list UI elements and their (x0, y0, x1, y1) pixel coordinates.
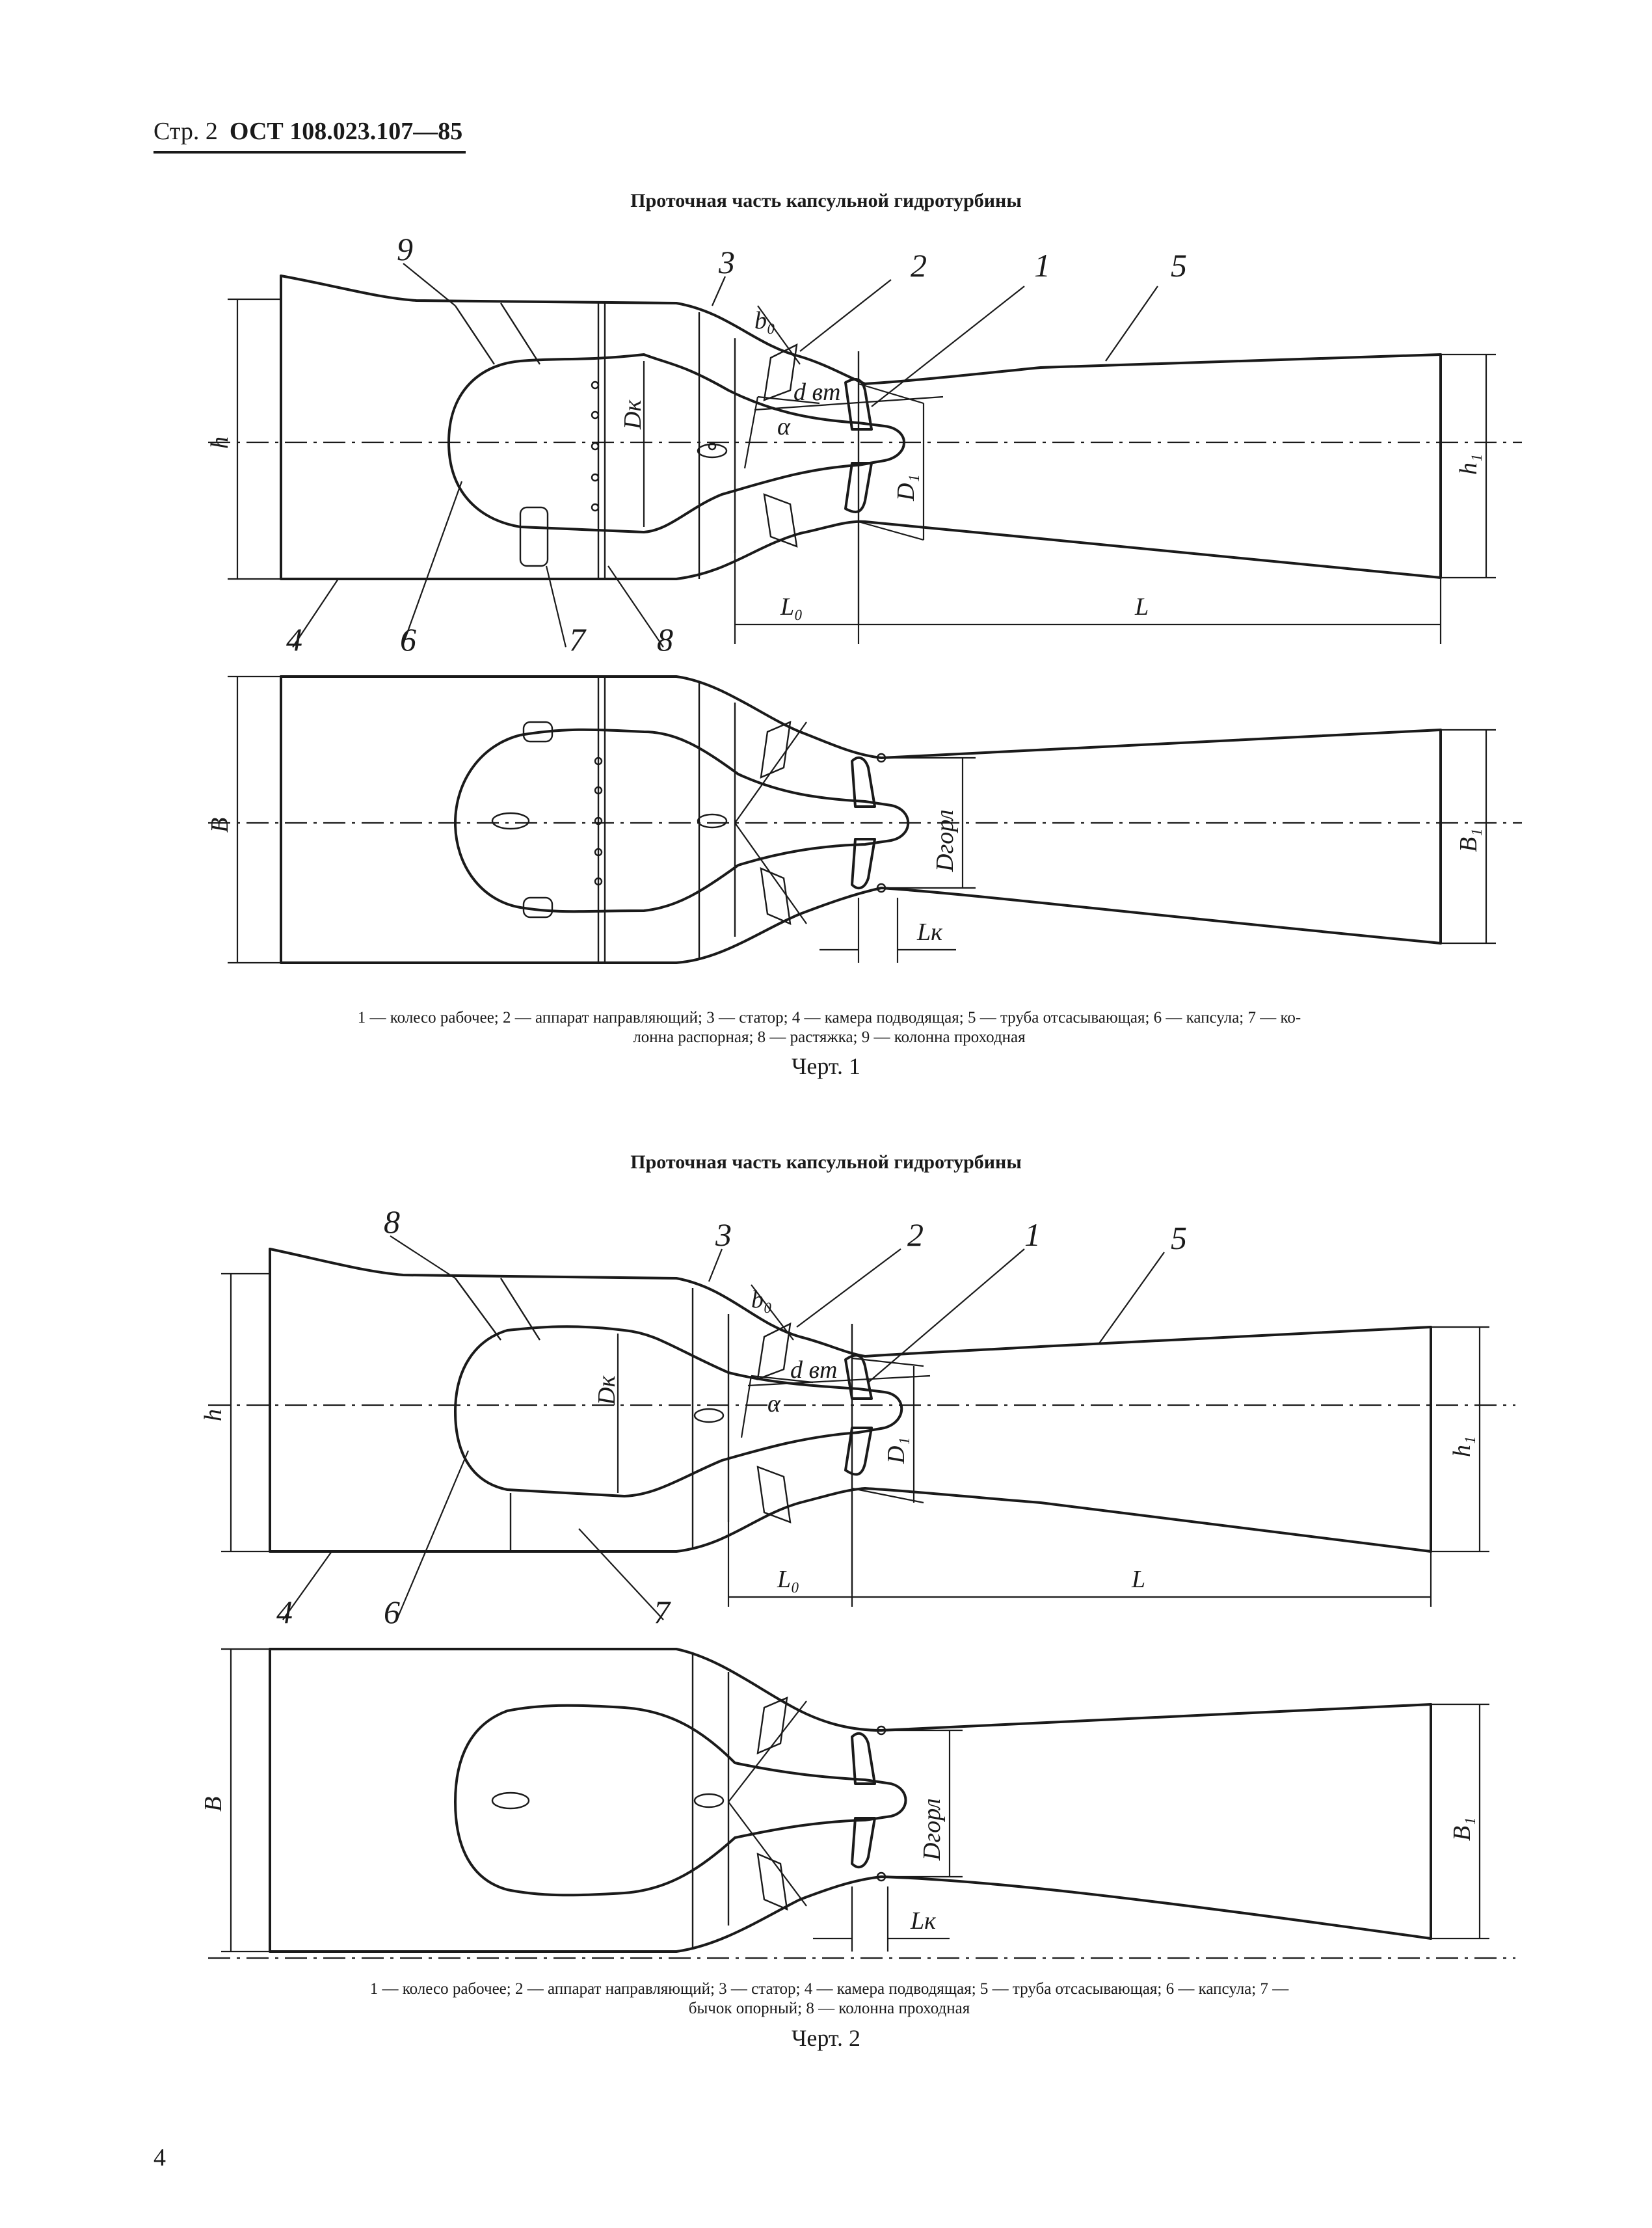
fig1-dim-b: B (206, 818, 233, 833)
fig2-dim-alpha: α (767, 1390, 781, 1417)
fig1-callout-9: 9 (397, 231, 413, 267)
fig1-callout-7: 7 (569, 621, 587, 658)
fig2-callout-2: 2 (907, 1216, 924, 1253)
fig2-dim-l: L (1131, 1566, 1145, 1593)
fig1-dim-dvt: d вт (793, 379, 840, 406)
fig1-dim-l: L (1134, 593, 1149, 621)
fig1-dim-d1: D₁ (892, 474, 920, 502)
fig2-dim-dgorl: Dгорл (918, 1799, 946, 1861)
fig1-dim-h1: h₁ (1455, 454, 1482, 475)
figure2-label: Черт. 2 (792, 2025, 860, 2051)
fig1-dim-b1: B₁ (1455, 829, 1482, 852)
fig1-plan-view: B B₁ Dгорл Lк (206, 675, 1522, 964)
fig2-dim-lk: Lк (910, 1907, 937, 1935)
figure1-caption: 1 — колесо рабочее; 2 — аппарат направля… (163, 1008, 1496, 1047)
fig1-callout-4: 4 (286, 621, 302, 658)
fig2-callout-8: 8 (384, 1203, 400, 1240)
figure2-caption-line1: 1 — колесо рабочее; 2 — аппарат направля… (369, 1980, 1289, 1998)
standard-code: ОСТ 108.023.107—85 (229, 118, 463, 145)
fig1-callout-1: 1 (1034, 247, 1050, 284)
fig1-callout-2: 2 (911, 247, 927, 284)
page-header: Стр. 2 ОСТ 108.023.107—85 (153, 117, 462, 146)
fig2-callout-7: 7 (654, 1594, 671, 1630)
fig2-plan-view: B B₁ Dгорл Lк (200, 1648, 1515, 1959)
fig2-dim-b: B (200, 1797, 227, 1812)
fig1-dim-h: h (206, 436, 233, 449)
fig2-dim-b0: b₀ (751, 1286, 772, 1313)
page-number: 4 (153, 2144, 166, 2171)
figure1-drawing: 9 3 2 1 5 4 6 7 8 b₀ d вт α Dк D₁ h h₁ L… (206, 231, 1522, 964)
fig2-callout-1: 1 (1024, 1216, 1041, 1253)
figure2-drawing: 8 3 2 1 5 4 6 7 b₀ d вт α Dк D₁ h h₁ L₀ … (200, 1203, 1515, 1959)
fig1-dim-dgorl: Dгорл (931, 810, 959, 872)
fig1-callout-6: 6 (400, 621, 416, 658)
fig1-dim-lk: Lк (916, 919, 943, 946)
fig2-dim-l0: L₀ (777, 1566, 799, 1593)
figure2-caption: 1 — колесо рабочее; 2 — аппарат направля… (163, 1980, 1496, 2019)
fig2-callout-5: 5 (1171, 1220, 1187, 1256)
fig2-callout-6: 6 (384, 1594, 400, 1630)
fig2-callout-4: 4 (276, 1594, 293, 1630)
header-rule (153, 151, 466, 154)
figure1-title: Проточная часть капсульной гидротурбины (630, 190, 1022, 211)
fig1-section-view: 9 3 2 1 5 4 6 7 8 b₀ d вт α Dк D₁ h h₁ L… (206, 231, 1522, 658)
figure1-caption-line1: 1 — колесо рабочее; 2 — аппарат направля… (357, 1009, 1301, 1027)
fig2-callout-3: 3 (715, 1216, 732, 1253)
fig1-callout-5: 5 (1171, 247, 1187, 284)
fig2-dim-h1: h₁ (1448, 1436, 1476, 1457)
fig1-dim-alpha: α (777, 413, 791, 440)
fig1-dim-b0: b₀ (754, 307, 775, 334)
fig1-callout-8: 8 (657, 621, 673, 658)
fig2-dim-b1: B₁ (1448, 1818, 1476, 1841)
fig2-section-view: 8 3 2 1 5 4 6 7 b₀ d вт α Dк D₁ h h₁ L₀ … (200, 1203, 1515, 1630)
fig2-dim-h: h (200, 1409, 227, 1421)
fig1-dim-l0: L₀ (780, 593, 803, 621)
fig2-dim-d1: D₁ (883, 1437, 910, 1464)
fig2-dim-dvt: d вт (790, 1356, 837, 1384)
fig1-callout-3: 3 (718, 244, 735, 280)
fig2-dim-dk: Dк (593, 1375, 620, 1406)
figure1-label: Черт. 1 (792, 1053, 860, 1079)
page-ref: Стр. 2 (153, 118, 218, 145)
figure2-title: Проточная часть капсульной гидротурбины (630, 1151, 1022, 1173)
figure2-caption-line2: бычок опорный; 8 — колонна проходная (688, 2000, 970, 2017)
fig1-dim-dk: Dк (619, 399, 646, 430)
figure1-caption-line2: лонна распорная; 8 — растяжка; 9 — колон… (633, 1028, 1026, 1046)
